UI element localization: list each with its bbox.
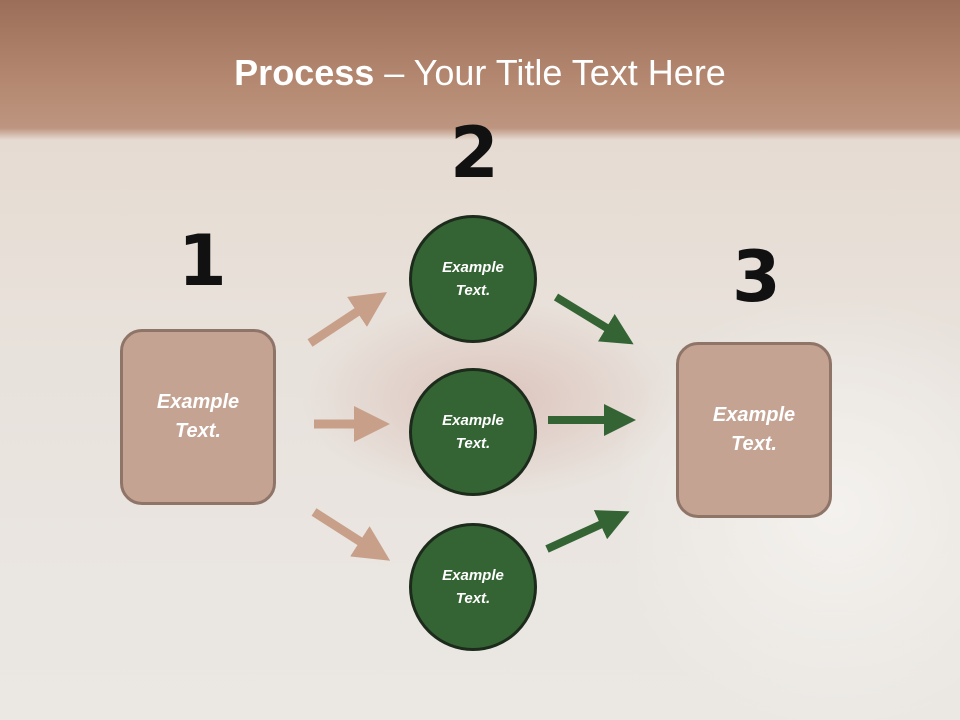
- circle-bottom-line1: Example: [442, 567, 504, 584]
- circle-middle-line1: Example: [442, 412, 504, 429]
- right-box-line2: Text.: [731, 433, 777, 455]
- title-bold: Process: [234, 52, 375, 93]
- arrow-top-to-right: [553, 293, 634, 345]
- title-rest: – Your Title Text Here: [374, 52, 726, 93]
- step-number-2: 2: [450, 112, 499, 194]
- circle-top-line2: Text.: [455, 282, 491, 299]
- left-box-line2: Text.: [175, 420, 221, 442]
- right-process-box: Example Text.: [676, 342, 832, 518]
- circle-bottom-line2: Text.: [455, 590, 491, 607]
- arrow-left-to-bottom: [311, 508, 391, 561]
- process-circle-middle: Example Text.: [409, 368, 537, 496]
- left-process-box: Example Text.: [120, 329, 276, 505]
- left-box-line1: Example: [156, 391, 240, 413]
- circle-middle-line2: Text.: [455, 435, 491, 452]
- arrow-left-to-top: [307, 292, 388, 347]
- step-number-1: 1: [178, 220, 227, 302]
- circle-top-line1: Example: [442, 259, 504, 276]
- process-circle-top: Example Text.: [409, 215, 537, 343]
- slide-title: Process – Your Title Text Here: [0, 52, 960, 94]
- process-circle-bottom: Example Text.: [409, 523, 537, 651]
- step-number-3: 3: [732, 236, 781, 318]
- right-box-line1: Example: [712, 404, 796, 426]
- arrow-bottom-to-right: [545, 510, 630, 553]
